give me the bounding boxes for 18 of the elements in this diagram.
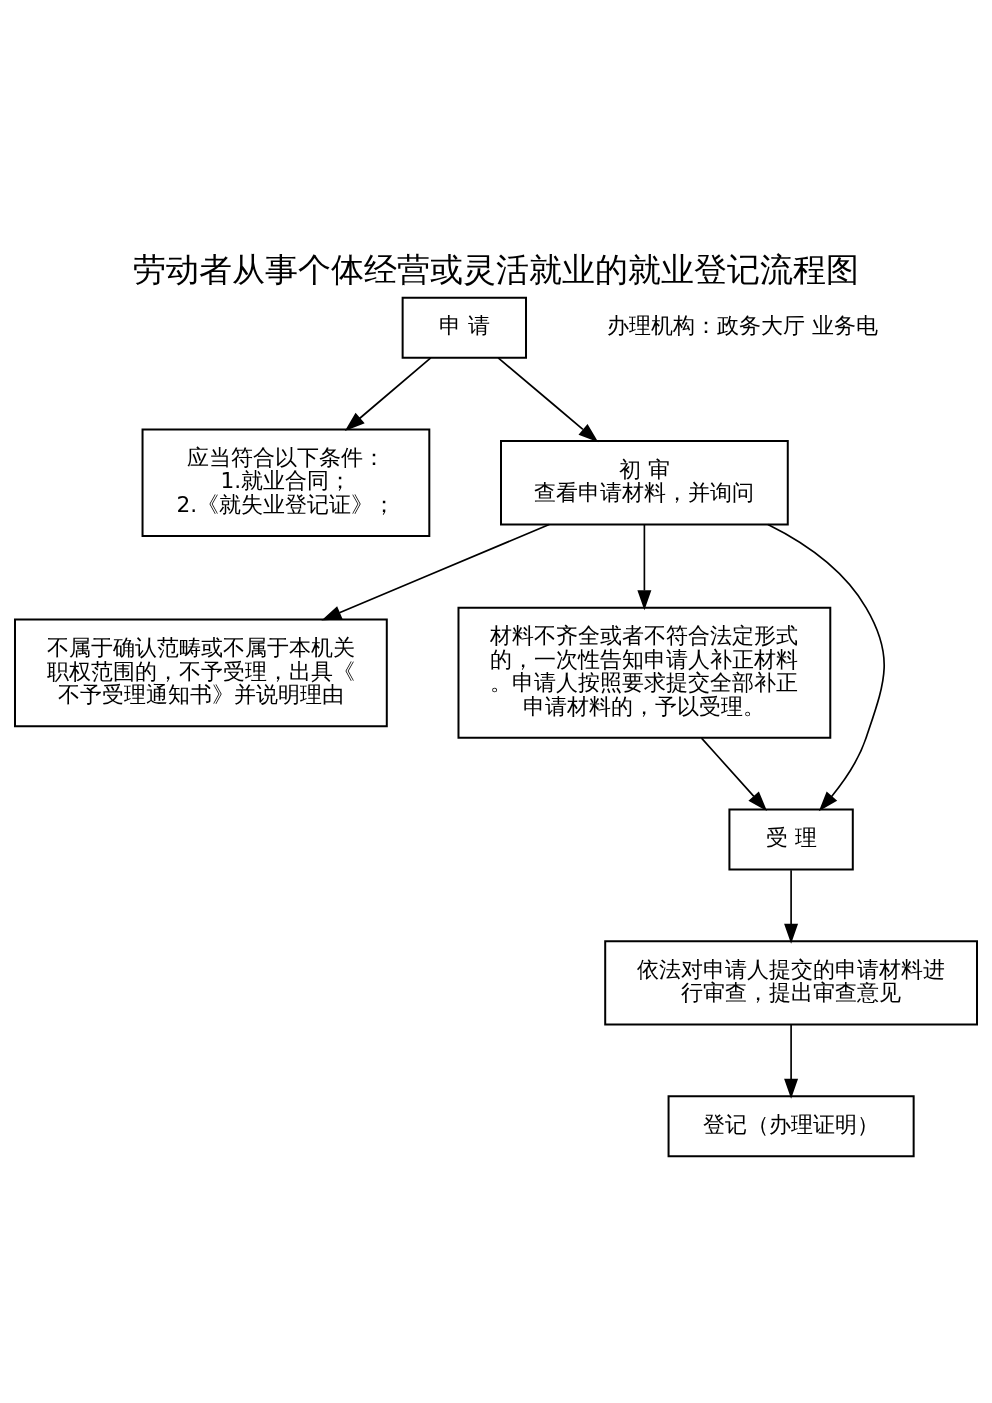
node-box: 初 审 查看申请材料，并询问 — [500, 439, 789, 525]
arrow — [321, 523, 551, 620]
label: 办理机构：政务大厅 业务电 — [607, 312, 879, 338]
node-box: 不属于确认范畴或不属于本机关职权范围的，不予受理，出具《不予受理通知书》并说明理由 — [14, 617, 388, 727]
arrow — [700, 736, 767, 811]
node-box: 申 请 — [401, 296, 527, 359]
arrow — [497, 356, 599, 442]
diagram-title: 劳动者从事个体经营或灵活就业的就业登记流程图 — [133, 249, 859, 289]
node-box: 材料不齐全或者不符合法定形式的，一次性告知申请人补正材料。申请人按照要求提交全部补正申请材料的，予以受理。 — [457, 606, 832, 739]
arrow — [637, 523, 652, 610]
arrow — [344, 356, 432, 431]
node-box: 登记（办理证明） — [667, 1094, 915, 1157]
arrow — [784, 868, 799, 944]
node-box: 受 理 — [728, 808, 854, 871]
node-box: 依法对申请人提交的申请材料进行审查，提出审查意见 — [604, 939, 978, 1026]
arrow — [767, 523, 885, 811]
arrow — [784, 1023, 799, 1099]
node-box: 应当符合以下条件： 1.就业合同； 2.《就失业登记证》； — [141, 427, 431, 537]
